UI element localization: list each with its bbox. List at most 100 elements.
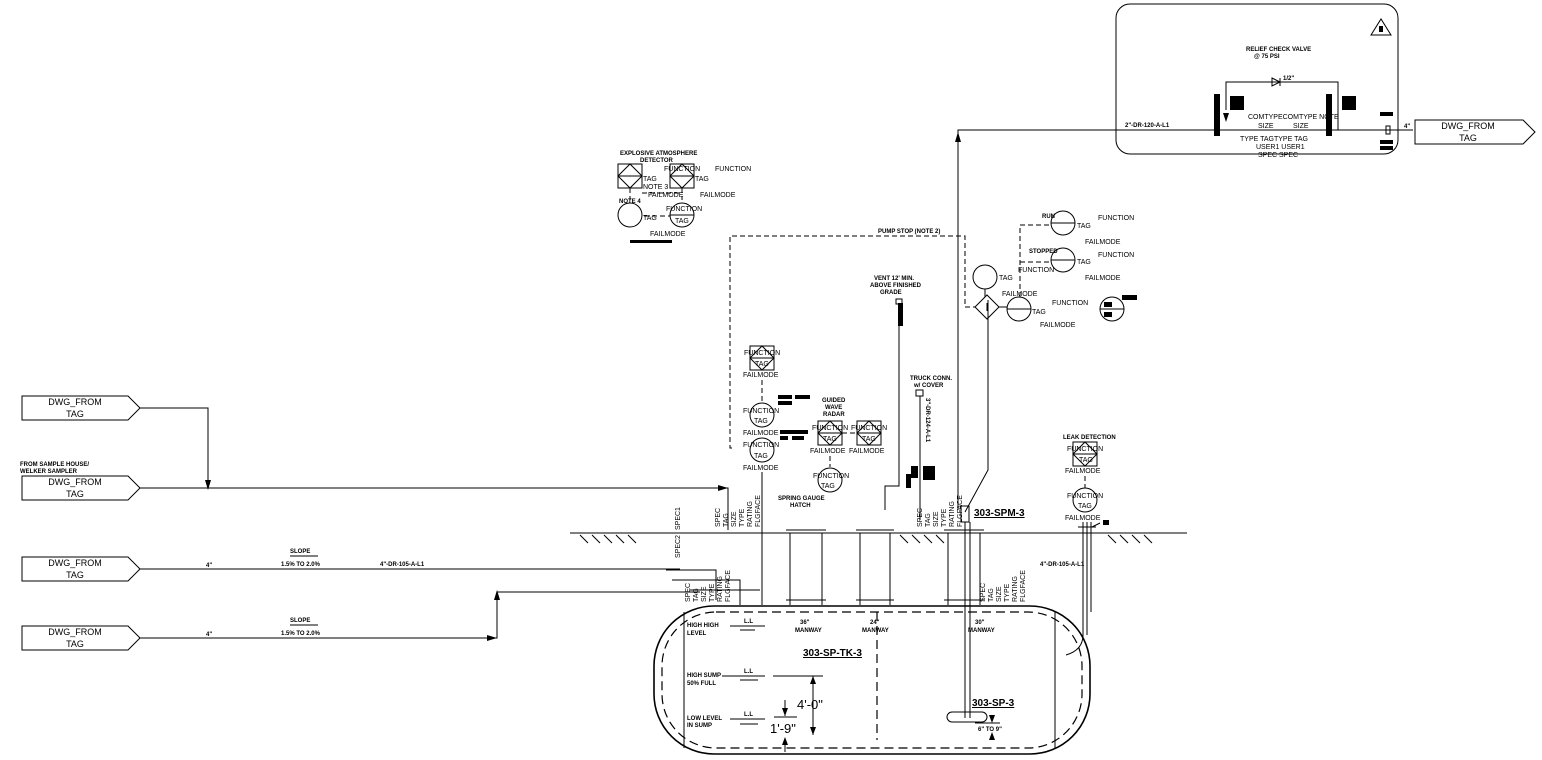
instrument-function: FUNCTION: [813, 473, 849, 480]
flange-label-rating: RATING: [949, 501, 956, 527]
high-high-level-label: LEVEL: [687, 631, 707, 637]
detector-label: DETECTOR: [640, 158, 674, 164]
instrument-function: FUNCTION: [1098, 215, 1134, 222]
truck-connection[interactable]: TRUCK CONN. w/ COVER 3"-DR-124-A-L1: [906, 376, 952, 520]
note-4: NOTE 4: [619, 199, 641, 205]
connector-line2: TAG: [66, 489, 84, 499]
instrument-failmode: FAILMODE: [700, 192, 736, 199]
instrument-function: FUNCTION: [1018, 267, 1054, 274]
hatch-label: HATCH: [790, 503, 811, 509]
off-page-connector-3[interactable]: DWG_FROM TAG: [21, 556, 141, 582]
discharge-line: [957, 129, 1413, 510]
line-number-105: 4"-DR-105-A-L1: [380, 562, 425, 568]
relief-valve-label: @ 75 PSI: [1254, 54, 1280, 60]
note-welker-sampler: WELKER SAMPLER: [20, 469, 78, 475]
leak-detection[interactable]: LEAK DETECTION FUNCTION TAG FAILMODE FUN…: [1040, 435, 1116, 656]
dimension-label: 1'-9": [770, 721, 796, 736]
flange-label-size: SIZE: [996, 586, 1003, 602]
flange-label-tag: TAG: [723, 513, 730, 527]
instrument-function: FUNCTION: [743, 408, 779, 415]
pump-303-spm-3[interactable]: 303-SPM-3: [946, 505, 1025, 723]
pump-stop-signal-line: [729, 235, 975, 449]
instrument-failmode: FAILMODE: [849, 448, 885, 455]
connector-line1: DWG_FROM: [48, 397, 102, 407]
run-label: RUN: [1042, 214, 1055, 220]
ground-hatch: [579, 534, 1153, 544]
tank-303-sp-tk-3[interactable]: 303-SP-TK-3: [653, 605, 1091, 755]
instrument-tag: TAG: [754, 418, 768, 425]
flange-label-rating: RATING: [717, 576, 724, 602]
flange-label-tag: TAG: [988, 588, 995, 602]
flange-label-flgface: FLGFACE: [755, 495, 762, 527]
manway-label: MANWAY: [862, 628, 889, 634]
radar-label: WAVE: [825, 405, 842, 411]
level-instrument-column[interactable]: FUNCTION TAG FAILMODE FUNCTION TAG FAILM…: [743, 345, 810, 605]
truck-label: TRUCK CONN.: [910, 376, 952, 382]
component-spec: SPEC SPEC: [1258, 152, 1298, 159]
connector-line2: TAG: [66, 570, 84, 580]
instrument-failmode: FAILMODE: [650, 231, 686, 238]
component-size: SIZE: [1258, 123, 1274, 130]
flange-label-spec: SPEC: [685, 583, 692, 602]
manway-36[interactable]: 36" MANWAY: [786, 529, 826, 634]
connector-line2: TAG: [66, 409, 84, 419]
process-lines-left: [140, 407, 760, 641]
instrument-failmode: FAILMODE: [743, 430, 779, 437]
level-mark: L.L: [744, 619, 753, 625]
relief-valve-label: RELIEF CHECK VALVE: [1246, 47, 1311, 53]
line-size-label: 4": [206, 563, 212, 569]
dimension-label: 4'-0": [797, 697, 823, 712]
component-type: TYPE TAGTYPE TAG: [1240, 136, 1308, 143]
instrument-function: FUNCTION: [851, 425, 887, 432]
tank-tag: 303-SP-TK-3: [803, 648, 862, 659]
sump-pump-tag: 303-SP-3: [972, 698, 1015, 709]
manway-30[interactable]: 30" MANWAY: [944, 529, 995, 634]
instrument-tag: TAG: [999, 275, 1013, 282]
off-page-connector-4[interactable]: DWG_FROM TAG: [21, 625, 141, 651]
off-page-connector-5[interactable]: DWG_FROM TAG: [1414, 119, 1536, 145]
pump-control-cluster[interactable]: TAG TAG FAILMODE FUNCTION FAILMODE RUN T…: [972, 210, 1137, 329]
manway-24[interactable]: 24" MANWAY: [856, 529, 894, 634]
instrument-failmode: FAILMODE: [743, 372, 779, 379]
low-level-label: IN SUMP: [687, 723, 712, 729]
instrument-failmode: FAILMODE: [1085, 275, 1121, 282]
dimension-4ft: 4'-0": [797, 676, 823, 735]
spec1-label: SPEC1: [675, 507, 682, 530]
instrument-tag: TAG: [675, 218, 689, 225]
connector-line1: DWG_FROM: [48, 558, 102, 568]
pump-stop-label: PUMP STOP (NOTE 2): [878, 229, 940, 235]
off-page-connector-1[interactable]: DWG_FROM TAG: [21, 395, 141, 421]
flange-label-type: TYPE: [1004, 583, 1011, 602]
connector-line1: DWG_FROM: [48, 477, 102, 487]
guided-wave-radar[interactable]: GUIDED WAVE RADAR FUNCTION TAG FUNCTION …: [810, 398, 887, 493]
instrument-failmode: FAILMODE: [743, 465, 779, 472]
instrument-failmode: FAILMODE: [648, 192, 684, 199]
spring-gauge-label: SPRING GAUGE: [778, 496, 825, 502]
radar-label: RADAR: [823, 412, 845, 418]
flange-label-size: SIZE: [933, 511, 940, 527]
instrument-function: FUNCTION: [664, 166, 700, 173]
instrument-function: FUNCTION: [1052, 300, 1088, 307]
instrument-failmode: FAILMODE: [1065, 468, 1101, 475]
high-sump-label: HIGH SUMP: [687, 673, 721, 679]
leak-detection-label: LEAK DETECTION: [1063, 435, 1116, 441]
flange-label-tag: TAG: [693, 588, 700, 602]
instrument-failmode: FAILMODE: [1065, 515, 1101, 522]
flange-label-spec: SPEC: [715, 508, 722, 527]
instrument-tag: TAG: [755, 361, 769, 368]
manway-size: 30": [975, 620, 985, 626]
flange-label-flgface: FLGFACE: [725, 570, 732, 602]
flange-label-rating: RATING: [1012, 576, 1019, 602]
instrument-tag: TAG: [643, 176, 657, 183]
radar-label: GUIDED: [822, 398, 846, 404]
instrument-function: FUNCTION: [743, 442, 779, 449]
pump-signal-line: [964, 300, 989, 513]
revision-cloud: RELIEF CHECK VALVE @ 75 PSI 1/2" COMTYPE…: [1115, 3, 1410, 159]
explosive-detector-cluster[interactable]: EXPLOSIVE ATMOSPHERE DETECTOR TAG NOTE 3…: [617, 151, 751, 243]
level-mark: L.L: [744, 669, 753, 675]
off-page-connector-2[interactable]: DWG_FROM TAG: [21, 475, 141, 501]
spec2-label: SPEC2: [675, 535, 682, 558]
slope-label: SLOPE: [290, 618, 310, 624]
truck-line-number: 3"-DR-124-A-L1: [924, 398, 930, 443]
